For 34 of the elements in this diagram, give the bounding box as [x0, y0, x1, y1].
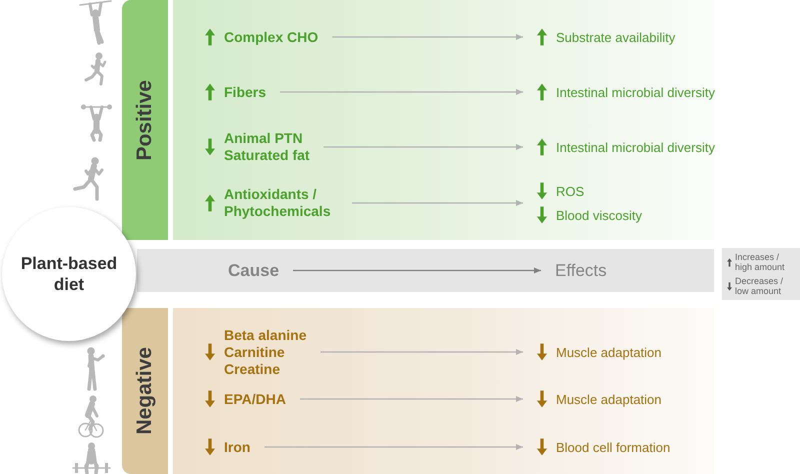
arrow: [320, 349, 523, 355]
cause-label: EPA/DHA: [224, 390, 286, 408]
effect-label: Intestinal microbial diversity: [556, 84, 715, 100]
arrow: [352, 200, 523, 206]
cause-label: Carnitine: [224, 344, 285, 360]
effect-label: Substrate availability: [556, 30, 676, 44]
effect-label: Muscle adaptation: [556, 344, 662, 360]
cause-label: Animal PTN: [224, 130, 303, 147]
effect-label: ROS: [556, 184, 584, 198]
cause-label: Iron: [224, 438, 250, 456]
cause-label: Complex CHO: [224, 28, 318, 46]
legend-text: Decreases / low amount: [735, 276, 784, 296]
divider-band: [137, 249, 714, 292]
arrow: [332, 34, 523, 40]
arrow: [264, 444, 523, 450]
section-label: Negative: [133, 347, 157, 435]
effect-label: Intestinal microbial diversity: [556, 140, 715, 154]
effect-label: Blood cell formation: [556, 440, 670, 454]
effect-label: Muscle adaptation: [556, 392, 662, 406]
column-heading: Effects: [555, 260, 607, 280]
topic-label: Plant-based diet: [20, 253, 118, 295]
legend-text: Increases / high amount: [735, 252, 786, 272]
cause-label: Fibers: [224, 84, 266, 100]
arrow: [293, 268, 541, 274]
cause-label: Saturated fat: [224, 147, 310, 164]
effect-label: Blood viscosity: [556, 208, 642, 222]
column-heading: Cause: [228, 260, 280, 280]
cause-label: Creatine: [224, 360, 280, 378]
section-label: Positive: [133, 80, 157, 160]
arrow: [280, 89, 523, 95]
cause-label: Antioxidants / Phytochemicals: [224, 186, 332, 220]
arrow: [300, 396, 523, 402]
cause-label: Beta alanine: [224, 326, 306, 344]
arrow: [324, 144, 523, 150]
